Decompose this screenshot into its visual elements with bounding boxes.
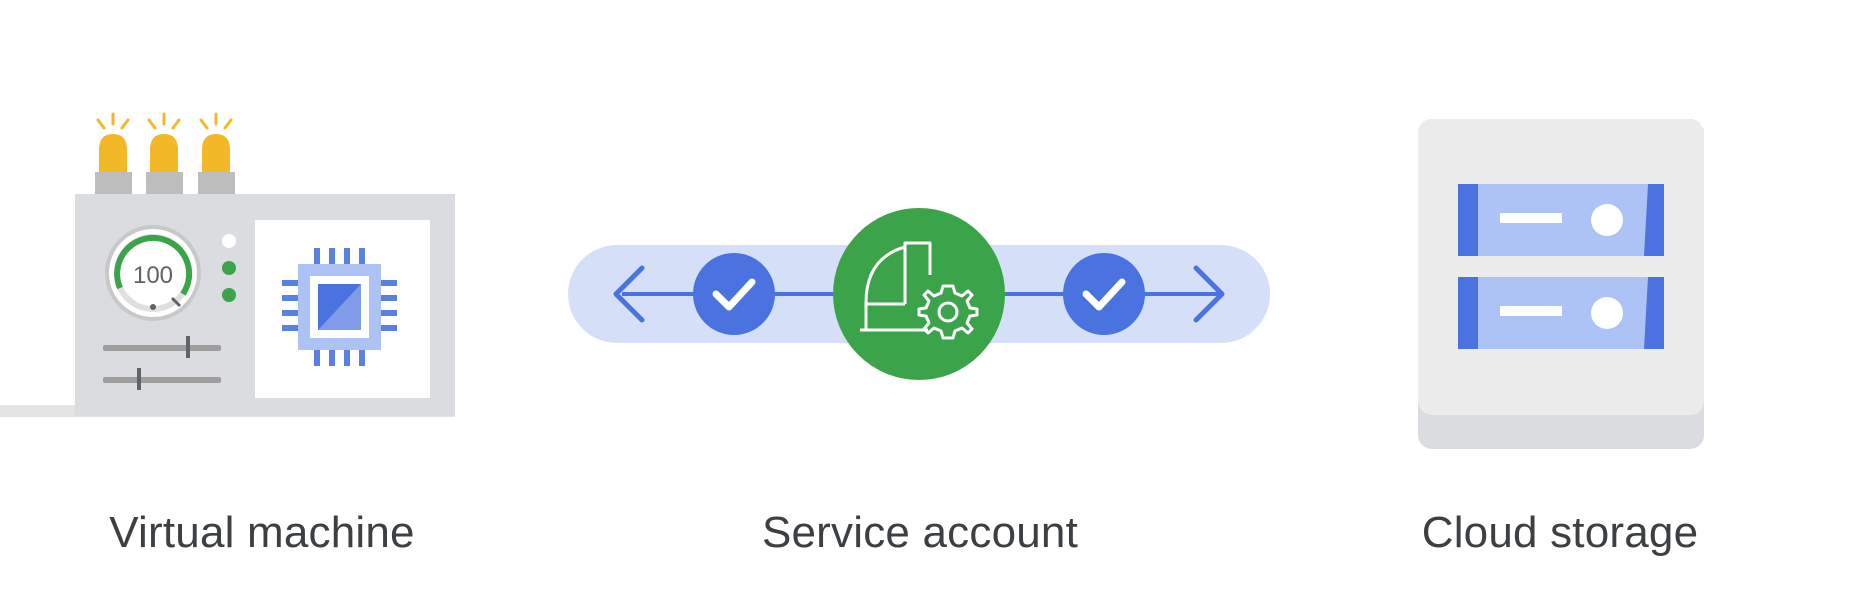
service-account-hardhat-gear-icon: [833, 208, 1005, 380]
cloud-storage-label: Cloud storage: [1421, 508, 1699, 557]
check-icon: [693, 253, 775, 335]
service-account-label: Service account: [761, 508, 1079, 557]
service-account-flow: [568, 208, 1270, 380]
beacon-rays: [96, 112, 233, 130]
check-icon: [1063, 253, 1145, 335]
arrow-left-icon: [613, 265, 645, 323]
gauge-icon: [105, 225, 201, 321]
gauge-value: 100: [133, 262, 173, 289]
cloud-storage-server-icon: [1418, 119, 1704, 449]
beacon-lights: [95, 134, 235, 194]
arrow-right-icon: [1193, 265, 1225, 323]
virtual-machine-label: Virtual machine: [109, 508, 415, 557]
cpu-chip-icon: [282, 248, 397, 366]
